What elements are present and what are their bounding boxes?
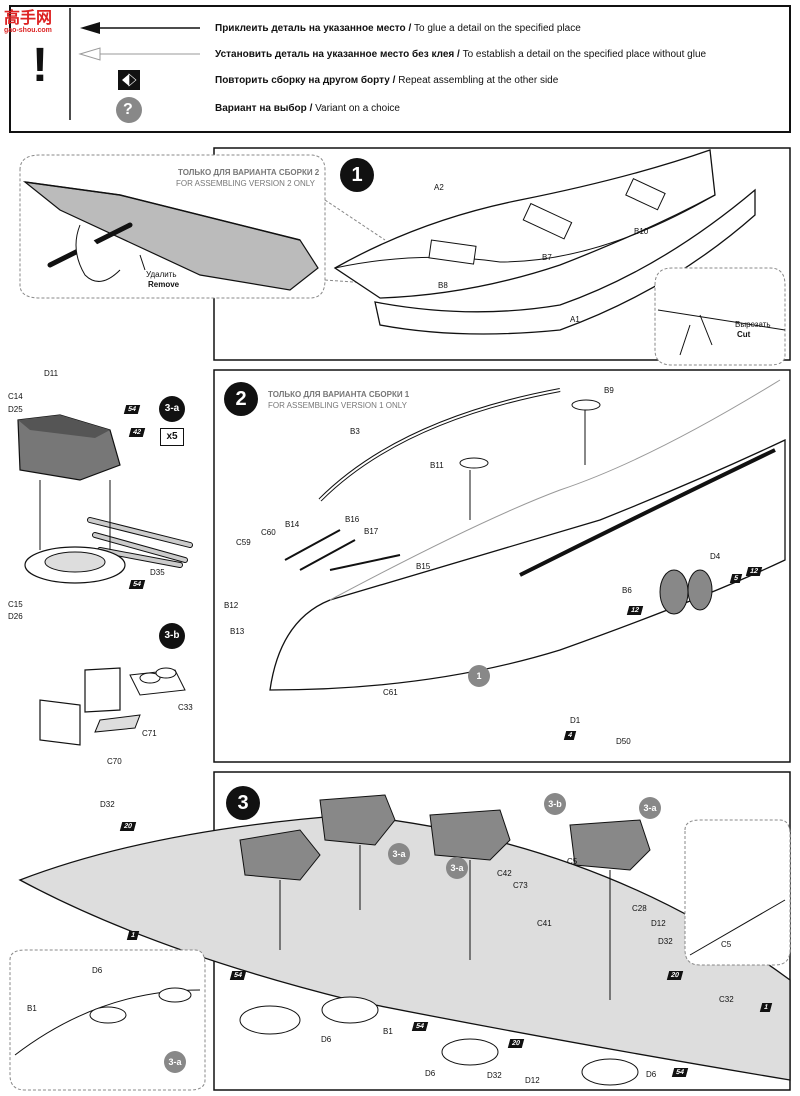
legend-glue: Приклеить деталь на указанное место / To… xyxy=(215,23,581,34)
part-d4: D4 xyxy=(710,552,721,561)
part-c73: C73 xyxy=(513,881,528,890)
inset-ref-3a: 3-a xyxy=(164,1051,186,1073)
part-b17: B17 xyxy=(364,527,379,536)
remove-en: Remove xyxy=(148,280,180,289)
part-d32: D32 xyxy=(100,800,115,809)
step3-number: 3 xyxy=(226,786,260,820)
ref-3a: 3-a xyxy=(388,843,410,865)
question-symbol: ? xyxy=(123,101,133,118)
question-icon xyxy=(116,97,142,123)
part-c28: C28 xyxy=(632,904,647,913)
step2-frame xyxy=(213,369,791,763)
part-b10: B10 xyxy=(634,227,649,236)
multiplier-x5: x5 xyxy=(160,428,184,446)
part-c14: C14 xyxy=(8,392,23,401)
part-b11: B11 xyxy=(430,461,444,470)
badge-54: 54 xyxy=(229,971,247,980)
part-d32: D32 xyxy=(658,937,673,946)
inset-part-b1: B1 xyxy=(27,1004,37,1013)
remove-ru: Удалить xyxy=(146,270,177,279)
part-d12: D12 xyxy=(525,1076,540,1085)
part-d12: D12 xyxy=(651,919,666,928)
badge-12: 12 xyxy=(626,606,644,615)
part-d35: D35 xyxy=(150,568,165,577)
part-d26: D26 xyxy=(8,612,23,621)
part-c32: C32 xyxy=(719,995,734,1004)
watermark-site: gao-shou.com xyxy=(4,27,52,34)
part-b14: B14 xyxy=(285,520,300,529)
watermark-logo: 高手网 xyxy=(4,10,53,27)
turret-group xyxy=(239,794,651,881)
badge-20: 20 xyxy=(507,1039,525,1048)
badge-54: 54 xyxy=(671,1068,689,1077)
part-d1: D1 xyxy=(570,716,581,725)
part-d11: D11 xyxy=(44,369,59,378)
part-c61: C61 xyxy=(383,688,398,697)
badge-54: 54 xyxy=(128,580,146,589)
part-b9: B9 xyxy=(604,386,614,395)
ref-step1: 1 xyxy=(468,665,490,687)
legend-no-glue: Установить деталь на указанное место без… xyxy=(215,49,707,60)
part-b15: B15 xyxy=(416,562,431,571)
part-d6: D6 xyxy=(646,1070,657,1079)
badge-54: 54 xyxy=(411,1022,429,1031)
part-c59: C59 xyxy=(236,538,251,547)
part-b6: B6 xyxy=(622,586,632,595)
deck xyxy=(18,814,791,1081)
badge-54: 54 xyxy=(123,405,141,414)
step2-number: 2 xyxy=(224,382,258,416)
warning-symbol: ! xyxy=(32,39,48,92)
part-d6: D6 xyxy=(425,1069,436,1078)
step1-note-ru: ТОЛЬКО ДЛЯ ВАРИАНТА СБОРКИ 2 xyxy=(178,168,320,177)
part-d32: D32 xyxy=(487,1071,502,1080)
part-b13: B13 xyxy=(230,627,245,636)
legend-variant: Вариант на выбор / Variant on a choice xyxy=(215,103,400,114)
badge-20: 20 xyxy=(666,971,684,980)
part-b16: B16 xyxy=(345,515,360,524)
part-b3: B3 xyxy=(350,427,360,436)
cut-en: Cut xyxy=(737,330,751,339)
part-b7: B7 xyxy=(542,253,552,262)
part-b1: B1 xyxy=(383,1027,393,1036)
step3b-number: 3-b xyxy=(159,623,185,649)
part-c41: C41 xyxy=(537,919,552,928)
cut-ru: Вырезать xyxy=(735,320,771,329)
badge-20: 20 xyxy=(119,822,137,831)
part-b12: B12 xyxy=(224,601,239,610)
part-c71: C71 xyxy=(142,729,157,738)
badge-42: 42 xyxy=(128,428,146,437)
part-c15: C15 xyxy=(8,600,23,609)
step2-note-en: FOR ASSEMBLING VERSION 1 ONLY xyxy=(268,401,407,410)
part-c60: C60 xyxy=(261,528,276,537)
part-d50: D50 xyxy=(616,737,631,746)
step3a-number: 3-a xyxy=(159,396,185,422)
ref-3b: 3-b xyxy=(544,793,566,815)
ref-3a: 3-a xyxy=(446,857,468,879)
part-a2: A2 xyxy=(434,183,444,192)
badge-12: 12 xyxy=(745,567,763,576)
step1-note-en: FOR ASSEMBLING VERSION 2 ONLY xyxy=(176,179,315,188)
step1-number: 1 xyxy=(340,158,374,192)
part-c33: C33 xyxy=(178,703,193,712)
legend-frame xyxy=(9,5,791,133)
part-c5: C5 xyxy=(567,857,578,866)
step2-note-ru: ТОЛЬКО ДЛЯ ВАРИАНТА СБОРКИ 1 xyxy=(268,390,410,399)
part-d25: D25 xyxy=(8,405,23,414)
part-c42: C42 xyxy=(497,869,512,878)
part-c70: C70 xyxy=(107,757,122,766)
part-d6: D6 xyxy=(321,1035,332,1044)
ref-3a: 3-a xyxy=(639,797,661,819)
part-a1: A1 xyxy=(570,315,580,324)
part-b8: B8 xyxy=(438,281,448,290)
part-c5: C5 xyxy=(721,940,732,949)
inset-part-d6: D6 xyxy=(92,966,103,975)
legend-repeat: Повторить сборку на другом борту / Repea… xyxy=(215,75,559,86)
